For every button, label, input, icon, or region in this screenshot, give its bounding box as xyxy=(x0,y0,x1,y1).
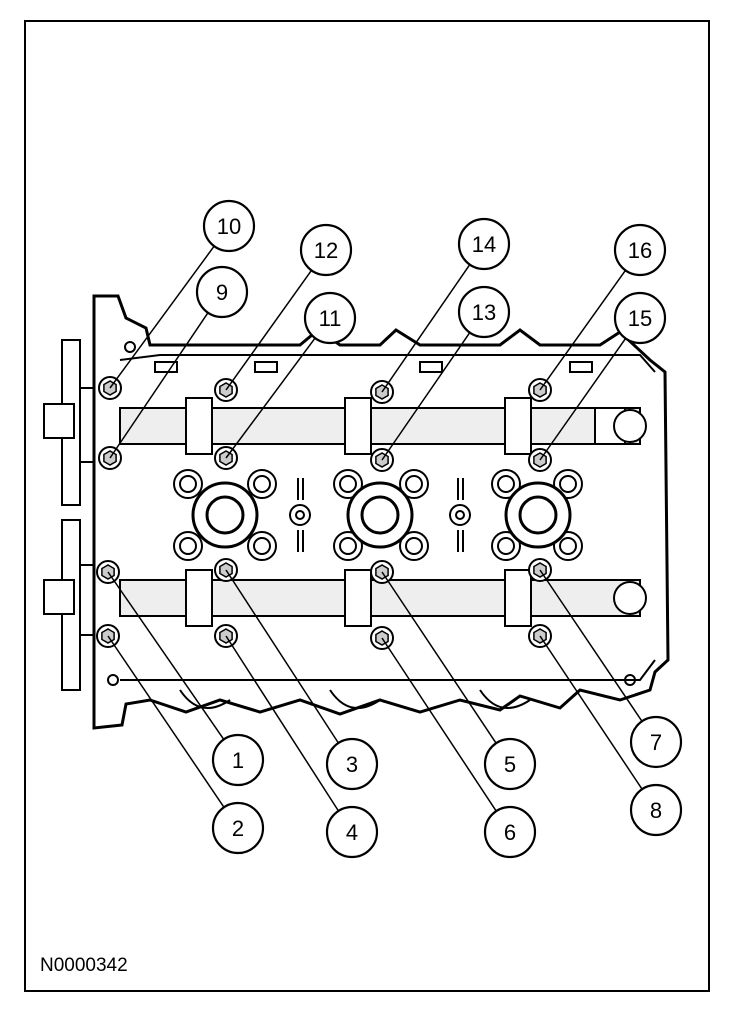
callout-10: 10 xyxy=(202,199,256,253)
leader-line-12 xyxy=(225,269,313,391)
leader-lines xyxy=(107,245,643,812)
callout-number: 13 xyxy=(472,300,496,325)
callout-circle xyxy=(303,291,357,345)
callout-circle xyxy=(613,291,667,345)
valve-spring-assemblies xyxy=(173,469,583,561)
callout-number: 10 xyxy=(217,214,241,239)
leader-line-13 xyxy=(381,332,471,461)
leader-line-4 xyxy=(225,635,340,812)
callout-number: 12 xyxy=(314,238,338,263)
callout-4: 4 xyxy=(325,805,379,859)
callout-circle xyxy=(629,715,683,769)
cam-sprockets xyxy=(43,339,95,691)
callout-6: 6 xyxy=(483,805,537,859)
center-dowels xyxy=(289,478,471,552)
callout-circle xyxy=(613,223,667,277)
callout-number: 1 xyxy=(232,748,244,773)
callout-number: 9 xyxy=(216,280,228,305)
callout-11: 11 xyxy=(303,291,357,345)
callout-circle xyxy=(457,285,511,339)
leader-line-9 xyxy=(109,312,209,459)
intake-camshaft xyxy=(119,397,647,455)
callout-1: 1 xyxy=(211,733,265,787)
callout-circle xyxy=(629,783,683,837)
callout-8: 8 xyxy=(629,783,683,837)
callout-number: 6 xyxy=(504,820,516,845)
callout-circle xyxy=(211,801,265,855)
callout-circle xyxy=(325,737,379,791)
spark-plug-bores xyxy=(191,481,572,549)
callout-7: 7 xyxy=(629,715,683,769)
leader-line-1 xyxy=(107,571,225,740)
callout-5: 5 xyxy=(483,737,537,791)
leader-line-15 xyxy=(539,337,627,461)
callout-number: 7 xyxy=(650,730,662,755)
callout-circle xyxy=(483,805,537,859)
callout-circle xyxy=(195,265,249,319)
callout-circle xyxy=(483,737,537,791)
callout-number: 15 xyxy=(628,306,652,331)
callout-number: 11 xyxy=(319,306,342,331)
callout-circle xyxy=(211,733,265,787)
callout-number: 3 xyxy=(346,752,358,777)
callout-16: 16 xyxy=(613,223,667,277)
callout-13: 13 xyxy=(457,285,511,339)
callout-number: 14 xyxy=(472,232,496,257)
callout-circle xyxy=(457,217,511,271)
callout-circle xyxy=(299,223,353,277)
leader-line-7 xyxy=(539,569,643,722)
figure-id: N0000342 xyxy=(40,955,128,976)
callout-12: 12 xyxy=(299,223,353,277)
leader-line-8 xyxy=(539,635,643,790)
leader-line-10 xyxy=(109,245,215,389)
leader-line-16 xyxy=(539,269,627,391)
callout-number: 4 xyxy=(346,820,358,845)
leader-line-3 xyxy=(225,569,340,744)
exhaust-camshaft xyxy=(119,569,647,627)
callout-number: 5 xyxy=(504,752,516,777)
callout-number: 8 xyxy=(650,798,662,823)
leader-line-5 xyxy=(381,571,497,744)
callout-14: 14 xyxy=(457,217,511,271)
callout-3: 3 xyxy=(325,737,379,791)
callout-number: 16 xyxy=(628,238,652,263)
callout-2: 2 xyxy=(211,801,265,855)
leader-line-2 xyxy=(107,635,225,808)
head-inner-details xyxy=(107,341,656,709)
leader-line-11 xyxy=(225,337,316,459)
callout-9: 9 xyxy=(195,265,249,319)
callout-circle xyxy=(202,199,256,253)
callout-circle xyxy=(325,805,379,859)
callout-15: 15 xyxy=(613,291,667,345)
leader-line-14 xyxy=(381,264,471,393)
callout-number: 2 xyxy=(232,816,244,841)
leader-line-6 xyxy=(381,637,497,812)
